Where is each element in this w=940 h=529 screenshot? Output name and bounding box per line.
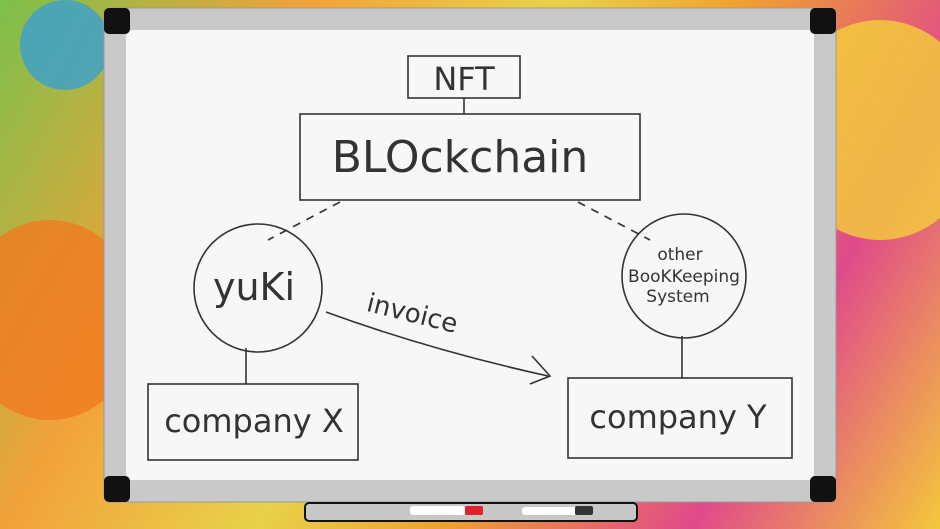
frame-corner bbox=[810, 8, 836, 34]
black-marker bbox=[522, 506, 593, 515]
other-label-3: System bbox=[646, 287, 709, 307]
whiteboard-surface bbox=[126, 30, 814, 480]
frame-corner bbox=[104, 8, 130, 34]
frame-corner bbox=[104, 476, 130, 502]
invoice-arrow bbox=[325, 311, 552, 385]
company-y-label: company Y bbox=[589, 398, 767, 436]
background-shape bbox=[20, 0, 110, 90]
other-label-2: BooKKeeping bbox=[628, 267, 740, 287]
yuki-label: yuKi bbox=[213, 265, 295, 309]
nft-label: NFT bbox=[433, 60, 495, 98]
red-marker bbox=[410, 506, 483, 515]
company-x-box bbox=[147, 383, 359, 461]
company-x-label: company X bbox=[164, 402, 344, 440]
blockchain-box bbox=[299, 113, 641, 201]
dashed-connector bbox=[267, 201, 341, 241]
blockchain-label: BLOckchain bbox=[332, 132, 589, 183]
frame-corner bbox=[810, 476, 836, 502]
company-y-box bbox=[567, 377, 793, 459]
other-label-1: other bbox=[657, 245, 702, 265]
yuki-circle bbox=[193, 223, 323, 353]
other-system-circle bbox=[621, 213, 747, 339]
